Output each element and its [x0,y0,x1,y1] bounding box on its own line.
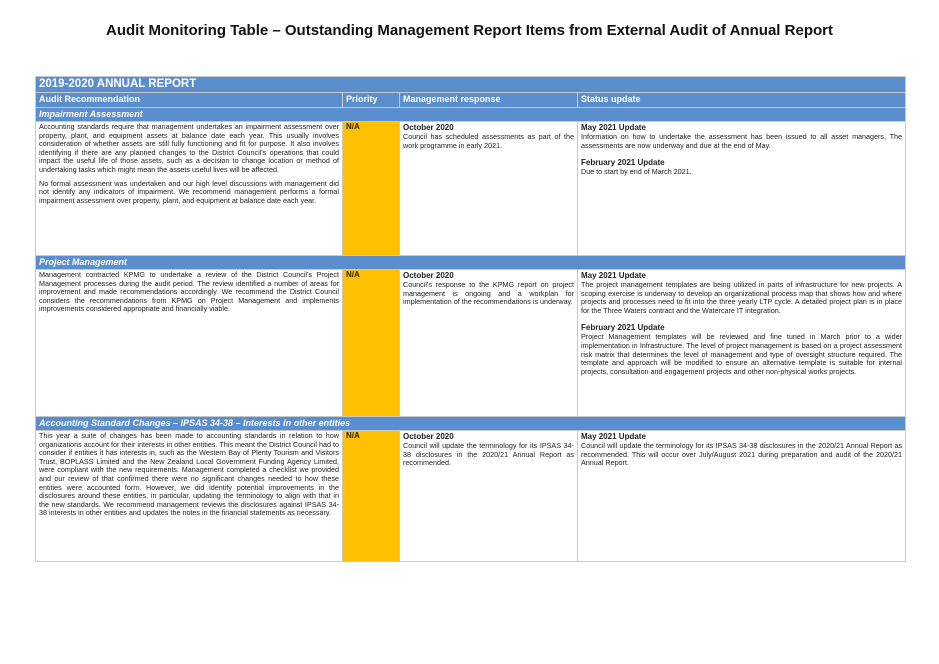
status-update-heading: May 2021 Update [581,123,646,132]
audit-monitoring-table: 2019-2020 ANNUAL REPORT Audit Recommenda… [34,76,907,562]
table-row: Accounting standards require that manage… [35,121,907,256]
table-row: Management contracted KPMG to undertake … [35,269,907,417]
column-header-status: Status update [576,92,907,108]
recommendation-paragraph: This year a suite of changes has been ma… [39,431,339,518]
priority-cell: N/A [342,430,400,562]
column-header-priority: Priority [342,92,400,108]
response-date-heading: October 2020 [403,123,454,132]
recommendation-paragraph: No formal assessment was undertaken and … [39,178,339,205]
section-heading-row: Accounting Standard Changes – IPSAS 34-3… [34,416,907,431]
status-update-text: The project management templates are bei… [581,280,903,315]
priority-cell: N/A [342,269,400,417]
status-update-heading: February 2021 Update [581,323,665,333]
status-update-text: Information on how to undertake the asse… [581,132,903,150]
column-header-row: Audit Recommendation Priority Management… [35,92,907,108]
response-text: Council has scheduled assessments as par… [403,132,574,150]
status-update-heading: February 2021 Update [581,158,665,168]
status-update-text: Project Management templates will be rev… [581,332,903,376]
section-heading: Impairment Assessment [34,107,907,122]
status-update-heading: May 2021 Update [581,271,646,280]
recommendation-paragraph: Accounting standards require that manage… [39,122,339,174]
response-text: Council's response to the KPMG report on… [403,280,574,307]
section-heading: Project Management [34,255,907,270]
page-title: Audit Monitoring Table – Outstanding Man… [106,22,833,39]
response-date-heading: October 2020 [403,432,454,441]
column-header-response: Management response [399,92,578,108]
recommendation-cell: This year a suite of changes has been ma… [35,430,343,562]
response-date-heading: October 2020 [403,271,454,280]
table-row: This year a suite of changes has been ma… [35,430,907,562]
status-update-text: Due to start by end of March 2021. [581,167,692,177]
section-heading-row: Project Management [34,255,907,270]
report-header: 2019-2020 ANNUAL REPORT [34,76,907,93]
recommendation-cell: Accounting standards require that manage… [35,121,343,256]
section-heading-row: Impairment Assessment [34,107,907,122]
section-heading: Accounting Standard Changes – IPSAS 34-3… [34,416,907,431]
report-header-row: 2019-2020 ANNUAL REPORT [34,76,907,93]
status-update-heading: May 2021 Update [581,432,646,441]
column-header-recommendation: Audit Recommendation [35,92,343,108]
priority-cell: N/A [342,121,400,256]
recommendation-paragraph: Management contracted KPMG to undertake … [39,270,339,314]
response-text: Council will update the terminology for … [403,441,574,468]
recommendation-cell: Management contracted KPMG to undertake … [35,269,343,417]
status-update-text: Council will update the terminology for … [581,441,903,468]
